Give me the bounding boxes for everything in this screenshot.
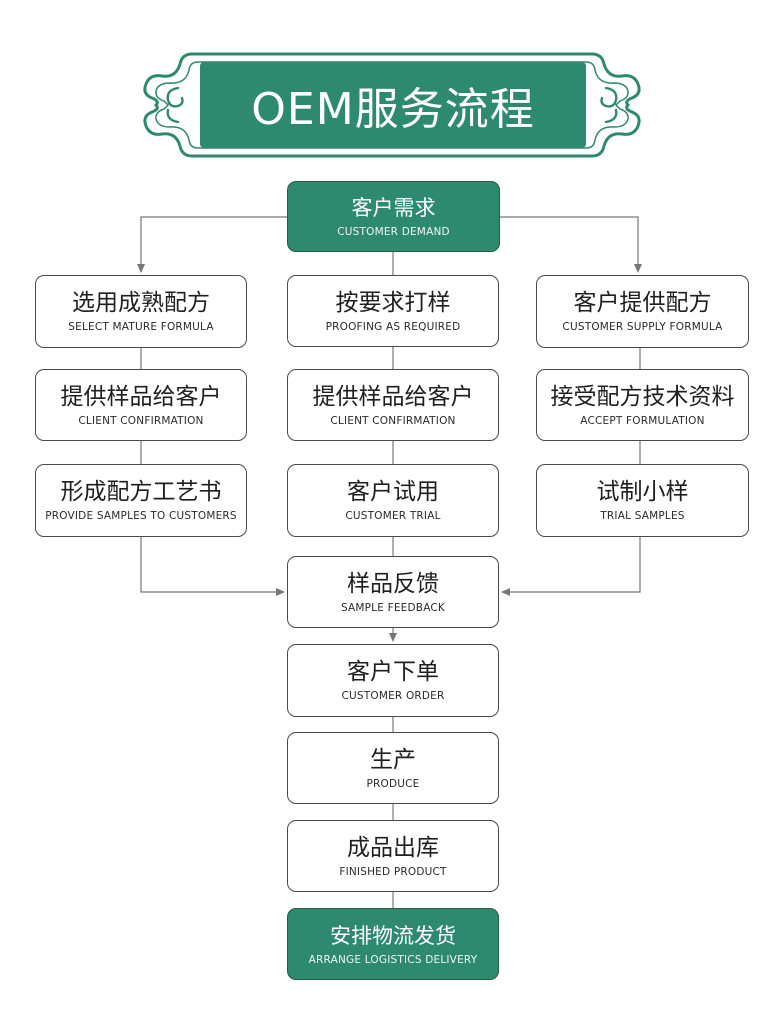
- title-plaque: [143, 52, 641, 158]
- node-label-zh: 客户提供配方: [573, 290, 712, 316]
- node-label-en: SELECT MATURE FORMULA: [68, 321, 214, 333]
- node-label-zh: 生产: [370, 746, 416, 773]
- node-select-mature-formula: 选用成熟配方 SELECT MATURE FORMULA: [35, 275, 247, 348]
- node-label-en: CUSTOMER SUPPLY FORMULA: [562, 321, 723, 333]
- node-label-en: CUSTOMER TRIAL: [345, 510, 441, 522]
- node-label-zh: 样品反馈: [347, 570, 439, 597]
- node-label-zh: 试制小样: [596, 479, 689, 505]
- node-finished-product: 成品出库 FINISHED PRODUCT: [287, 820, 499, 892]
- connector-left-merge: [140, 537, 285, 596]
- node-label-en: CUSTOMER DEMAND: [337, 226, 450, 238]
- node-label-en: FINISHED PRODUCT: [339, 865, 447, 878]
- node-label-en: CUSTOMER ORDER: [341, 690, 445, 702]
- node-label-zh: 提供样品给客户: [60, 383, 222, 410]
- node-label-en: SAMPLE FEEDBACK: [340, 601, 446, 614]
- node-label-zh: 客户下单: [347, 659, 439, 685]
- node-label-zh: 客户需求: [351, 196, 436, 220]
- node-label-zh: 选用成熟配方: [72, 290, 210, 316]
- node-label-en: TRIAL SAMPLES: [600, 510, 685, 522]
- node-label-en: CLIENT CONFIRMATION: [78, 414, 204, 427]
- node-sample-feedback: 样品反馈 SAMPLE FEEDBACK: [287, 556, 499, 628]
- node-customer-demand: 客户需求 CUSTOMER DEMAND: [287, 181, 500, 252]
- node-left-client-confirmation: 提供样品给客户 CLIENT CONFIRMATION: [35, 369, 247, 441]
- node-label-en: PROVIDE SAMPLES TO CUSTOMERS: [45, 510, 237, 522]
- node-label-zh: 按要求打样: [335, 289, 451, 316]
- node-label-zh: 客户试用: [347, 479, 439, 505]
- connector-start-left: [137, 216, 287, 273]
- node-label-zh: 成品出库: [347, 834, 439, 861]
- node-label-en: PRODUCE: [366, 777, 420, 790]
- node-label-zh: 形成配方工艺书: [60, 479, 222, 505]
- page-title: OEM服务流程: [251, 84, 535, 135]
- connector-right-merge: [501, 537, 641, 596]
- node-provide-samples: 形成配方工艺书 PROVIDE SAMPLES TO CUSTOMERS: [35, 464, 247, 537]
- node-label-en: PROOFING AS REQUIRED: [325, 320, 461, 333]
- node-label-en: ARRANGE LOGISTICS DELIVERY: [308, 953, 478, 966]
- node-customer-trial: 客户试用 CUSTOMER TRIAL: [287, 464, 499, 537]
- node-produce: 生产 PRODUCE: [287, 732, 499, 804]
- node-center-client-confirmation: 提供样品给客户 CLIENT CONFIRMATION: [287, 369, 499, 441]
- node-label-zh: 安排物流发货: [330, 923, 456, 948]
- node-customer-supply-formula: 客户提供配方 CUSTOMER SUPPLY FORMULA: [536, 275, 749, 348]
- node-label-en: CLIENT CONFIRMATION: [330, 414, 456, 427]
- node-label-zh: 提供样品给客户: [312, 383, 474, 410]
- connector-start-right: [500, 216, 642, 273]
- node-proofing-as-required: 按要求打样 PROOFING AS REQUIRED: [287, 275, 499, 347]
- node-accept-formulation: 接受配方技术资料 ACCEPT FORMULATION: [536, 369, 749, 441]
- node-trial-samples: 试制小样 TRIAL SAMPLES: [536, 464, 749, 537]
- node-arrange-logistics-delivery: 安排物流发货 ARRANGE LOGISTICS DELIVERY: [287, 908, 499, 980]
- node-label-zh: 接受配方技术资料: [550, 383, 735, 410]
- node-label-en: ACCEPT FORMULATION: [580, 414, 705, 427]
- node-customer-order: 客户下单 CUSTOMER ORDER: [287, 644, 499, 717]
